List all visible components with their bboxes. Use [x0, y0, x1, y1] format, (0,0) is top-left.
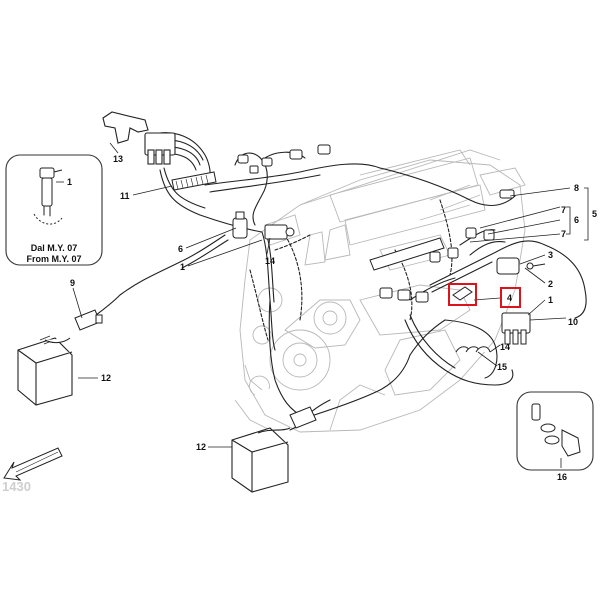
callout-14: 14: [265, 256, 275, 266]
sensor-14-left: [264, 224, 295, 240]
callout-7-bottom: 7: [561, 229, 566, 239]
callout-4: 4: [507, 293, 512, 303]
inline-connector-bottom: [289, 406, 317, 429]
callout-6-right: 6: [574, 215, 579, 225]
callout-7-top: 7: [561, 205, 566, 215]
injector-connectors-top: [237, 144, 331, 174]
injector-rail: [369, 189, 515, 303]
callout-11: 11: [120, 191, 130, 201]
callout-12-bottom: 12: [196, 442, 206, 452]
inline-connector-9: [74, 309, 103, 331]
inset-left: 1 Dal M.Y. 07 From M.Y. 07: [5, 154, 103, 266]
ecu-left: [17, 335, 73, 406]
callout-16: 16: [557, 472, 567, 482]
callout-3: 3: [548, 250, 553, 260]
ecu-bottom: [231, 427, 291, 493]
callout-13: 13: [113, 154, 123, 164]
coil-pack-right: [501, 312, 531, 345]
leader-lines: [72, 142, 589, 448]
highlighted-sensor: [452, 286, 473, 301]
inset-right: 16: [516, 391, 594, 482]
wiring-harness: [91, 132, 587, 431]
callout-2: 2: [548, 279, 553, 289]
callout-8: 8: [574, 183, 579, 193]
connector-strip-11: [171, 171, 217, 191]
inset-caption-line1: Dal M.Y. 07: [31, 243, 78, 253]
bracket-13: [102, 111, 149, 144]
clips-14-15: [455, 346, 491, 353]
callout-14-right: 14: [500, 342, 510, 352]
connector-3: [496, 257, 546, 275]
highlight-box-number: [500, 287, 521, 308]
inset-caption-line2: From M.Y. 07: [26, 254, 81, 264]
callout-1-left: 1: [180, 262, 185, 272]
orientation-arrow: [3, 447, 63, 481]
inset-part-number: 1: [67, 177, 72, 187]
callout-15: 15: [497, 362, 507, 372]
callout-1-right: 1: [548, 295, 553, 305]
sensor-6-left: [232, 211, 248, 239]
callout-12-left: 12: [101, 373, 111, 383]
inset-boot-illustration: [531, 403, 581, 457]
watermark-code: 1430: [2, 479, 31, 494]
coil-pack-left: [144, 132, 176, 165]
inset-sensor-illustration: [33, 167, 63, 225]
highlight-box-part: [448, 283, 477, 306]
callout-9: 9: [70, 278, 75, 288]
callout-10: 10: [568, 317, 578, 327]
highlight-boxes: 4: [448, 283, 521, 308]
callouts: 13 11 6 1 14 9 12 12 8 7 6 7 5 3 2 1 10 …: [70, 154, 597, 452]
callout-6-left: 6: [178, 244, 183, 254]
callout-5: 5: [592, 209, 597, 219]
engine-block: [234, 149, 526, 433]
